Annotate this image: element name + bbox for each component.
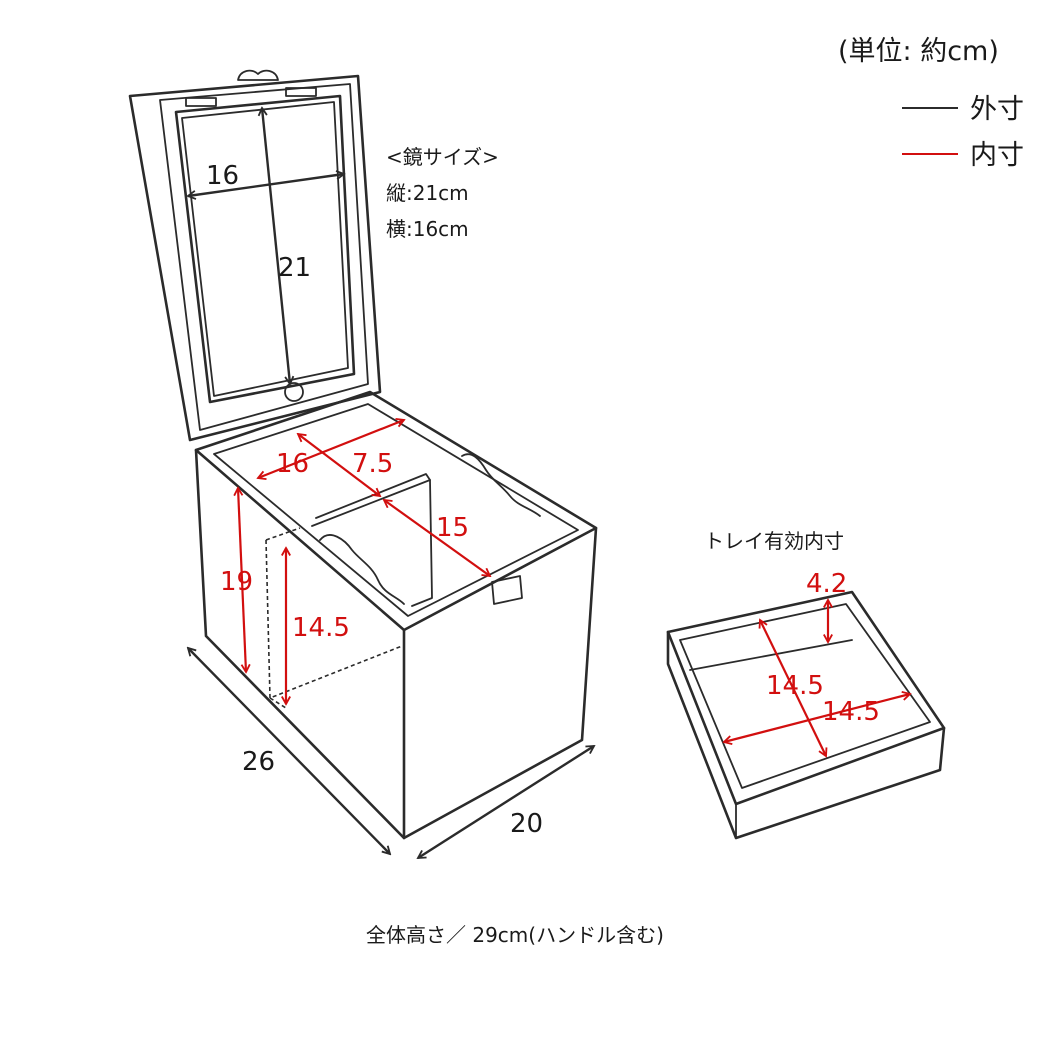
mirror: [174, 94, 356, 404]
box-right-face: [402, 526, 598, 840]
mirror-size-width: 横:16cm: [386, 217, 469, 241]
depth-dimension: [188, 648, 390, 854]
lid-frame: [128, 74, 382, 442]
legend-inner-label: 内寸: [970, 140, 1024, 171]
compartment-depth-label: 15: [436, 513, 469, 543]
mirror-height-label: 21: [278, 253, 311, 283]
tray-height-label: 4.2: [806, 569, 847, 599]
legend-outer-label: 外寸: [970, 94, 1024, 125]
tray-title: トレイ有効内寸: [704, 529, 844, 553]
mirror-size-heading: <鏡サイズ>: [386, 145, 499, 169]
box-left-face: [194, 448, 406, 840]
tray-width-label: 14.5: [822, 697, 880, 727]
lid-handle: [237, 69, 279, 81]
inner-dimensions: 16 7.5 15 19 14.5 4.2 14.5 14.5: [220, 420, 910, 756]
inner-height-label: 19: [220, 567, 253, 597]
box-drawing: [194, 390, 598, 840]
lid-drawing: [128, 69, 382, 442]
total-height-note: 全体高さ／ 29cm(ハンドル含む): [366, 923, 664, 947]
width-label: 20: [510, 809, 543, 839]
front-compartment-height-label: 14.5: [292, 613, 350, 643]
unit-note: (単位: 約cm): [838, 36, 999, 67]
compartment-front-dimension: [298, 434, 380, 496]
box-rim: [194, 390, 598, 632]
compartment-depth-dimension: [384, 500, 490, 576]
box-latch: [491, 575, 523, 605]
tray-width-dimension: [724, 694, 910, 742]
compartment-front-label: 7.5: [352, 449, 393, 479]
inner-height-dimension: [238, 488, 246, 672]
outer-dimensions: 16 21 26 20: [188, 108, 594, 858]
mirror-height-dimension: [262, 108, 290, 384]
depth-label: 26: [242, 747, 275, 777]
width-dimension: [418, 746, 594, 858]
notes: (単位: 約cm) 外寸 内寸 <鏡サイズ> 縦:21cm 横:16cm トレイ…: [366, 36, 1024, 947]
inner-width-label: 16: [276, 449, 309, 479]
tray-depth-label: 14.5: [766, 671, 824, 701]
mirror-width-label: 16: [206, 161, 239, 191]
mirror-size-height: 縦:21cm: [386, 181, 469, 205]
